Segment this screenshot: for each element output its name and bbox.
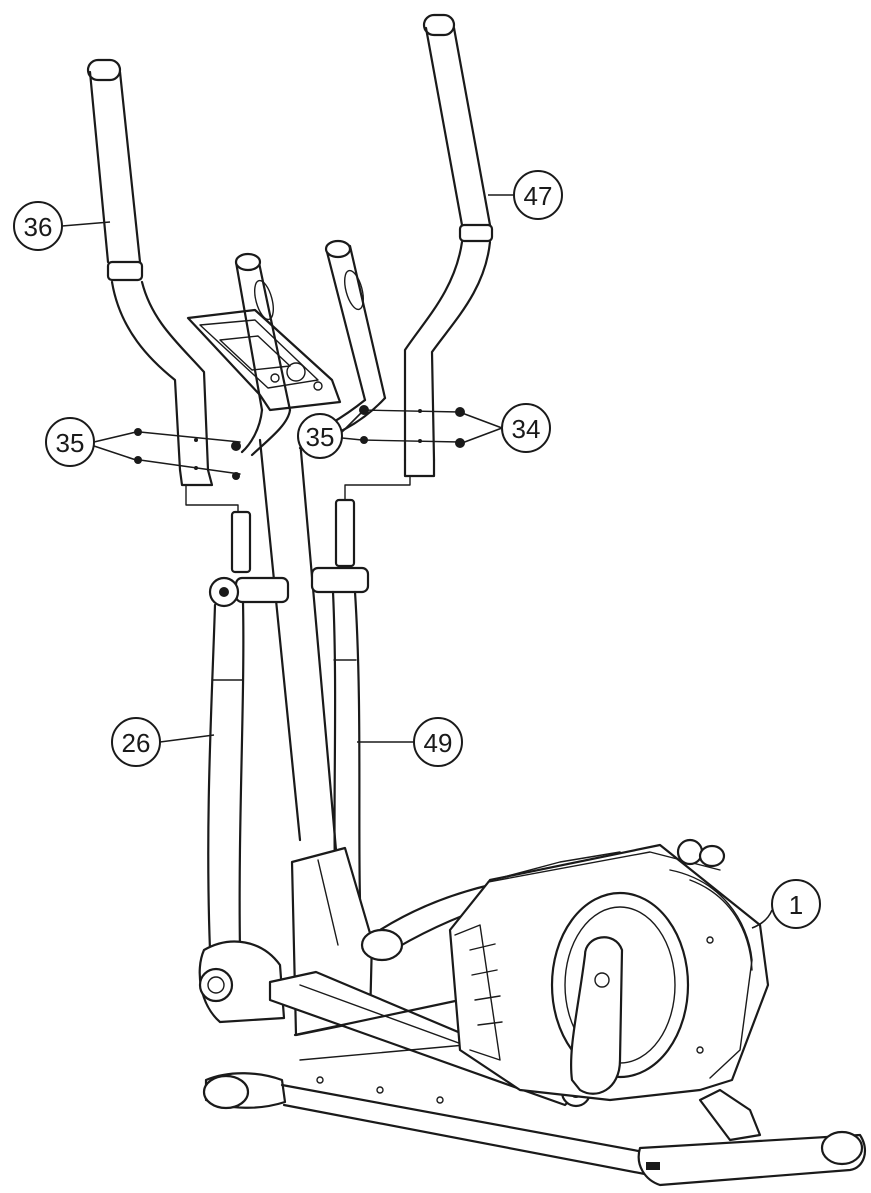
callout-47: 47 xyxy=(488,170,563,220)
alignment-line-right xyxy=(344,475,411,501)
callout-label: 47 xyxy=(524,181,553,211)
callout-35-right: 35 xyxy=(297,411,363,459)
bolts-left xyxy=(134,428,241,480)
right-upper-handlebar xyxy=(403,13,494,478)
callout-label: 1 xyxy=(789,890,803,920)
callout-1: 1 xyxy=(751,879,821,929)
console xyxy=(186,308,342,412)
callout-label: 49 xyxy=(424,728,453,758)
callout-36: 36 xyxy=(13,201,111,251)
alignment-line-left xyxy=(185,484,239,516)
bolts-right xyxy=(359,405,465,448)
callout-label: 36 xyxy=(24,212,53,242)
right-lower-arm xyxy=(310,498,370,902)
callout-label: 35 xyxy=(56,428,85,458)
callout-label: 34 xyxy=(512,414,541,444)
callout-26: 26 xyxy=(111,717,215,767)
left-upper-handlebar xyxy=(86,58,214,487)
callout-35-left: 35 xyxy=(45,417,137,467)
left-lower-arm xyxy=(207,510,290,952)
callout-label: 35 xyxy=(306,422,335,452)
callout-49: 49 xyxy=(357,717,463,767)
flywheel-housing xyxy=(448,838,770,1142)
centre-post-handles xyxy=(234,239,387,852)
callout-label: 26 xyxy=(122,728,151,758)
callout-34: 34 xyxy=(461,403,551,453)
